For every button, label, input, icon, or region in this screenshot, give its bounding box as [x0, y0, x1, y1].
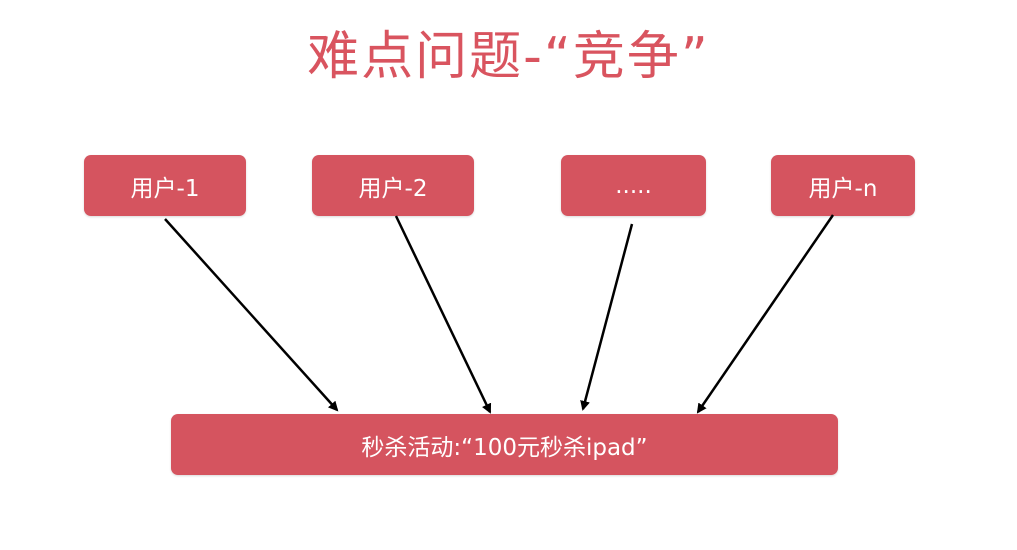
user-node-n: 用户-n [771, 155, 915, 216]
arrow-user1-to-target [164, 218, 339, 412]
user-node-label: 用户-2 [358, 175, 428, 202]
user-node-2: 用户-2 [312, 155, 474, 216]
seckill-activity-label: 秒杀活动:“100元秒杀ipad” [361, 434, 648, 461]
user-node-label: 用户-1 [130, 175, 200, 202]
arrow-ellipsis-to-target [580, 223, 634, 411]
arrow-usern-to-target [696, 214, 835, 414]
diagram-title: 难点问题-“竞争” [307, 27, 710, 87]
seckill-activity-node: 秒杀活动:“100元秒杀ipad” [171, 414, 838, 475]
arrow-user2-to-target [394, 215, 492, 414]
user-node-1: 用户-1 [84, 155, 246, 216]
user-node-ellipsis: ..... [561, 155, 706, 216]
user-node-label: ..... [615, 172, 652, 199]
user-node-label: 用户-n [808, 175, 878, 202]
